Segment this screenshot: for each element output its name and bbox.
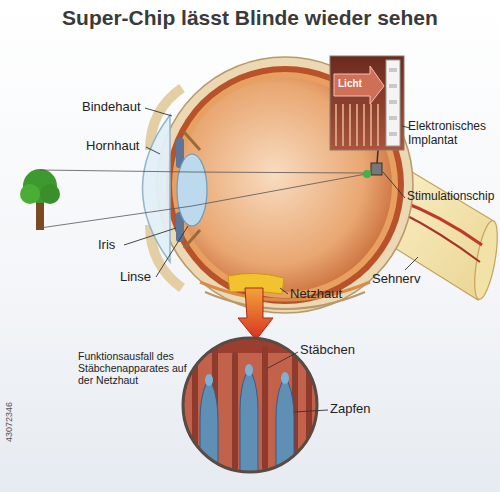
stimulation-chip [377, 150, 378, 164]
retina-magnification [262, 346, 268, 470]
eyeball [200, 282, 370, 300]
arrow-label: Licht [338, 78, 362, 90]
implant-inset [334, 66, 384, 104]
eye-front [143, 88, 208, 288]
magnify-arrow [238, 288, 273, 340]
leader-line [294, 410, 328, 412]
retina-magnification [281, 372, 289, 384]
implant-inset [342, 104, 344, 146]
light-rays [40, 174, 366, 228]
implant-inset [389, 132, 397, 136]
leader-line [405, 257, 418, 270]
retina-magnification [245, 364, 253, 376]
tree [20, 169, 60, 230]
implant-inset [389, 116, 397, 120]
implant-inset [330, 56, 404, 150]
retina-magnification [232, 352, 238, 470]
optic-nerve [470, 219, 500, 301]
part-label: Sehnerv [372, 272, 420, 287]
implant-inset [377, 104, 379, 146]
retina-magnification [180, 335, 320, 475]
eyeball [172, 72, 398, 298]
implant-inset [336, 104, 378, 146]
note: Funktionsausfall des Stäbchenapparates a… [78, 350, 203, 386]
leader-line [280, 288, 288, 294]
part-label: Stäbchen [300, 343, 355, 358]
part-label: Iris [98, 238, 115, 253]
retina-magnification [205, 374, 213, 386]
title: Super-Chip lässt Blinde wieder sehen [0, 6, 500, 30]
optic-nerve [400, 212, 480, 262]
retina-magnification [183, 338, 317, 472]
tree [20, 184, 40, 204]
implant-inset [370, 104, 372, 146]
light-rays [40, 170, 366, 228]
eye-front [177, 154, 207, 226]
leader-line [145, 108, 172, 116]
stimulation-chip [363, 170, 371, 178]
part-label: Linse [120, 270, 151, 285]
part-label: Zapfen [330, 402, 370, 417]
eye-front [184, 132, 200, 150]
implant-inset [389, 84, 397, 88]
retina-magnification [205, 364, 289, 386]
tree [40, 184, 60, 204]
implant-inset [330, 56, 404, 150]
part-label: Bindehaut [82, 100, 141, 115]
stock-number: 43072346 [4, 402, 14, 442]
leader-line [383, 172, 405, 198]
eye-front [143, 115, 171, 262]
tree [36, 200, 44, 230]
stimulation-chip [371, 163, 382, 175]
eye-front [184, 230, 200, 248]
leader-line [156, 226, 188, 277]
retina-magnification [240, 374, 258, 472]
light-rays [40, 170, 366, 173]
implant-inset [335, 104, 337, 146]
implant-inset [363, 104, 365, 146]
retina-magnification [180, 335, 320, 475]
retina-magnification [200, 374, 294, 472]
implant-inset [389, 68, 397, 72]
stimulation-chip [363, 150, 382, 178]
implant-inset [389, 68, 397, 136]
leader-line [146, 147, 160, 154]
part-label: Stimulationschip [407, 190, 494, 204]
retina-magnification [180, 335, 320, 475]
implant-inset [356, 104, 358, 146]
magnify-arrow [238, 288, 273, 340]
implant-inset [349, 104, 351, 146]
implant-inset [389, 100, 397, 104]
implant-inset [386, 60, 400, 146]
part-label: Netzhaut [290, 287, 342, 302]
part-label: Elektronisches Implantat [408, 120, 496, 148]
leader-line [124, 228, 176, 245]
part-label: Hornhaut [86, 139, 139, 154]
leader-line [268, 352, 298, 368]
